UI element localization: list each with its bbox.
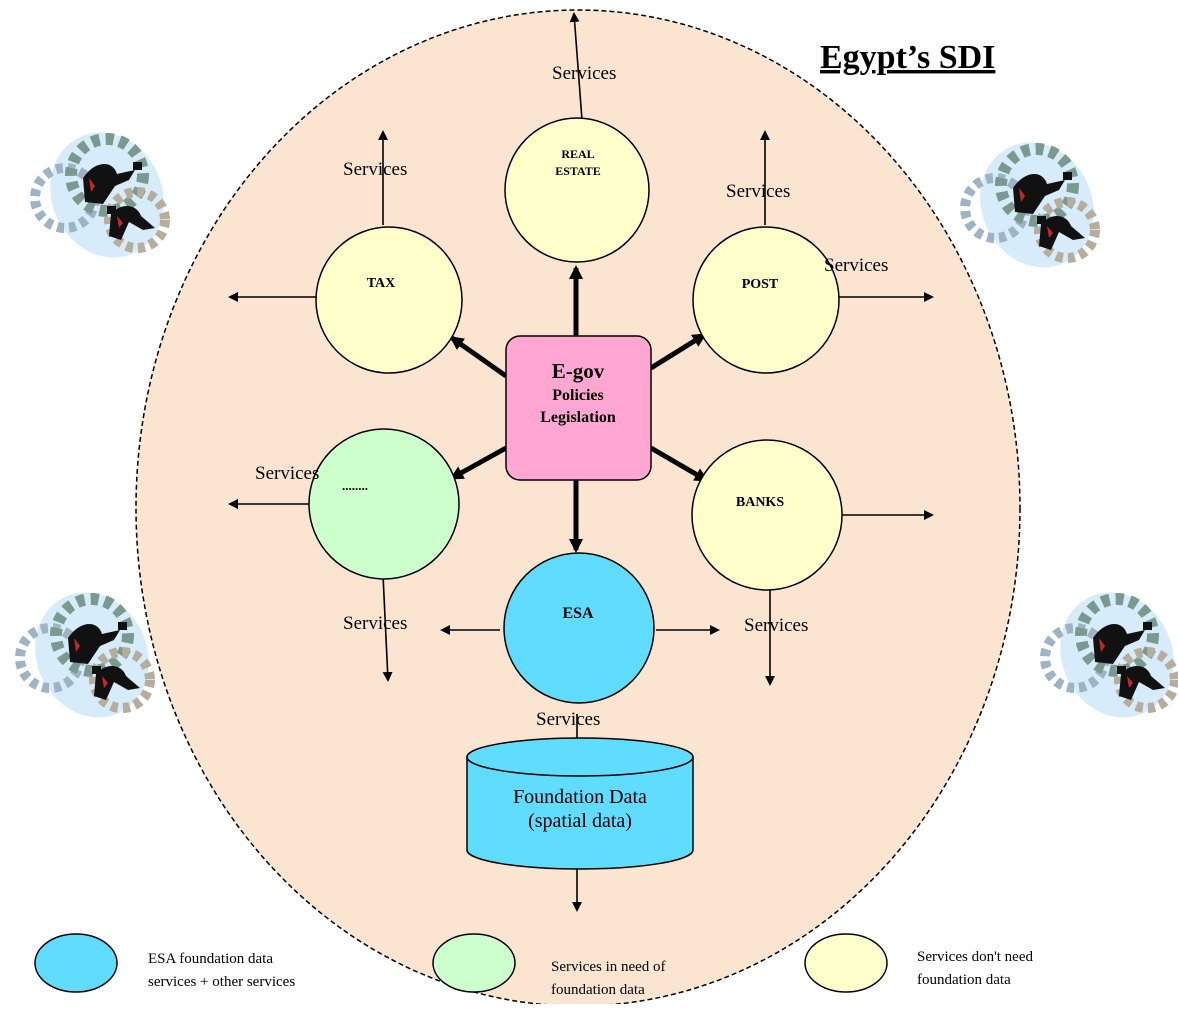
egov-arrows <box>449 265 709 553</box>
legend: ESA foundation data services + other ser… <box>34 933 1034 998</box>
banks-label: BANKS <box>736 495 784 510</box>
service-label-post-top: Services <box>726 181 790 202</box>
legend-item-2-line2: foundation data <box>551 982 645 998</box>
real-estate-circle <box>504 117 650 263</box>
post-circle <box>692 226 840 374</box>
service-label-top: Services <box>552 63 616 84</box>
legend-item-3-line2: foundation data <box>917 972 1011 988</box>
legend-item-3-line1: Services don't need <box>917 949 1034 965</box>
foundation-data-database <box>466 737 694 870</box>
service-label-tax: Services <box>343 159 407 180</box>
database-label-line1: Foundation Data <box>513 786 647 808</box>
egov-line1: Policies <box>552 387 604 404</box>
other-label: ........ <box>342 478 368 493</box>
tax-circle <box>315 226 463 374</box>
legend-item-1-line2: services + other services <box>148 974 295 990</box>
database-label-line2: (spatial data) <box>528 810 632 832</box>
real-estate-label-line2: ESTATE <box>555 164 601 178</box>
service-label-other-left: Services <box>255 463 319 484</box>
legend-swatch-esa <box>34 933 118 993</box>
legend-swatch-noneed <box>804 933 888 993</box>
business-people-clipart-icon <box>1040 574 1178 736</box>
business-people-clipart-icon <box>30 114 184 276</box>
legend-item-2-line1: Services in need of <box>551 959 666 975</box>
real-estate-label-line1: REAL <box>561 147 594 161</box>
service-label-esa-bottom: Services <box>536 709 600 730</box>
business-people-clipart-icon <box>960 124 1114 286</box>
post-label: POST <box>742 277 779 292</box>
service-label-banks-bottom: Services <box>744 615 808 636</box>
service-label-post-right: Services <box>824 255 888 276</box>
egov-title: E-gov <box>552 359 605 383</box>
legend-swatch-need <box>432 933 516 993</box>
tax-label: TAX <box>367 276 396 291</box>
service-label-other-bottom: Services <box>343 613 407 634</box>
egov-box <box>505 335 652 481</box>
diagram-title: Egypt’s SDI <box>820 39 995 76</box>
service-arrows <box>228 12 934 912</box>
esa-circle <box>503 552 655 704</box>
banks-circle <box>691 439 843 591</box>
esa-label: ESA <box>562 605 594 622</box>
egov-line2: Legislation <box>540 409 616 426</box>
other-services-circle <box>308 428 460 580</box>
legend-item-1-line1: ESA foundation data <box>148 951 273 967</box>
